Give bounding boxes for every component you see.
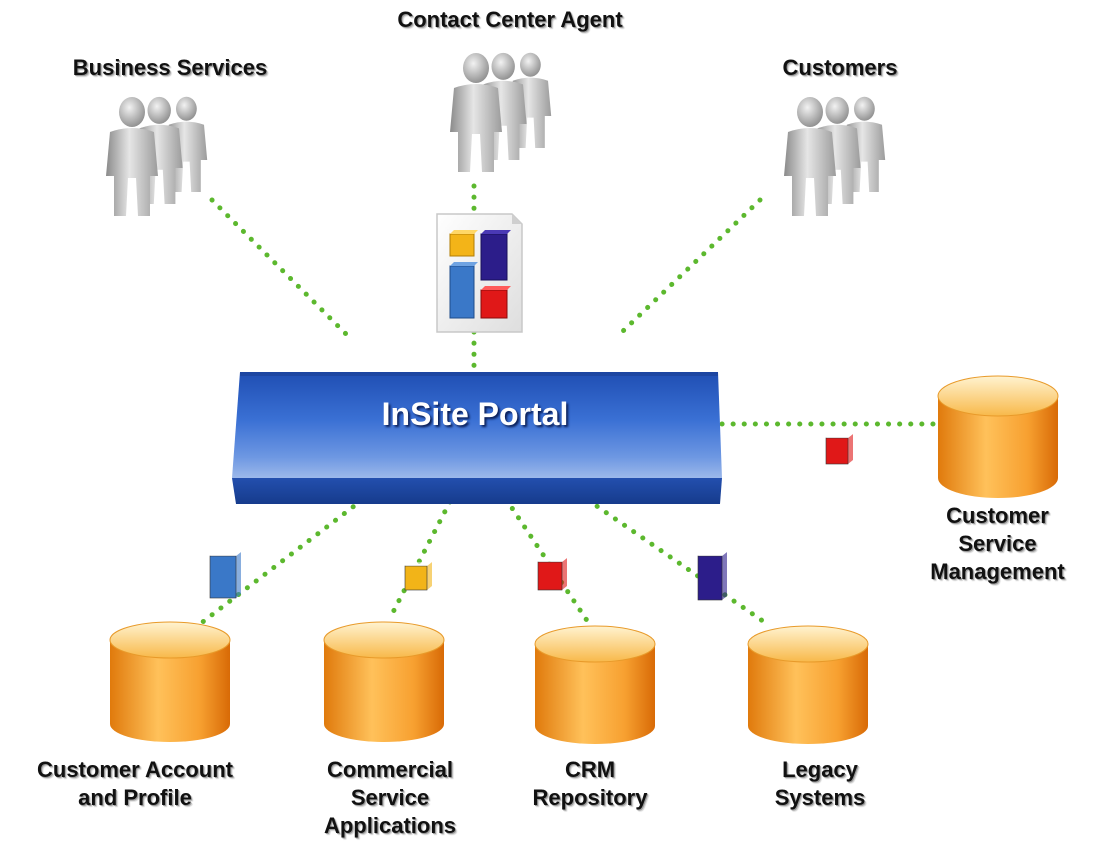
portal-title: InSite Portal [381, 396, 569, 432]
data-block-csm [825, 434, 853, 465]
insite-portal-bar [232, 372, 722, 504]
connector-crm [497, 487, 591, 625]
label-crm-repository: CRM Repository [532, 757, 648, 810]
data-block-commercial [404, 562, 432, 591]
connector-lines [197, 183, 943, 629]
connector-customers [619, 197, 763, 335]
label-contact-center-agent: Contact Center Agent [397, 7, 623, 32]
database-icon-crm [534, 625, 656, 744]
label-customers: Customers [782, 55, 898, 80]
label-legacy-systems: Legacy Systems [774, 757, 866, 810]
person-silhouette [450, 53, 502, 172]
data-block-legacy [697, 552, 727, 601]
connector-business [209, 197, 353, 341]
database-icon-legacy [747, 625, 869, 744]
person-silhouette [106, 97, 158, 216]
portal-document-icon [436, 213, 523, 333]
connector-commercial [387, 489, 458, 621]
database-icon-commercial [323, 621, 445, 742]
database-icon-csm [937, 375, 1059, 498]
label-customer-service-management: Customer Service Management [930, 503, 1065, 584]
connector-account [197, 497, 365, 627]
label-commercial-service: Commercial Service Applications [323, 757, 456, 838]
data-block-account [209, 552, 241, 599]
customers-people-icon [784, 96, 886, 216]
data-block-crm [537, 558, 567, 591]
database-icon-account [109, 621, 231, 742]
contact-center-agent-people-icon [450, 52, 552, 172]
label-customer-account: Customer Account and Profile [37, 757, 233, 810]
connector-legacy [585, 497, 773, 629]
label-business-services: Business Services [72, 55, 268, 80]
person-silhouette [784, 97, 836, 216]
business-services-people-icon [106, 96, 208, 216]
